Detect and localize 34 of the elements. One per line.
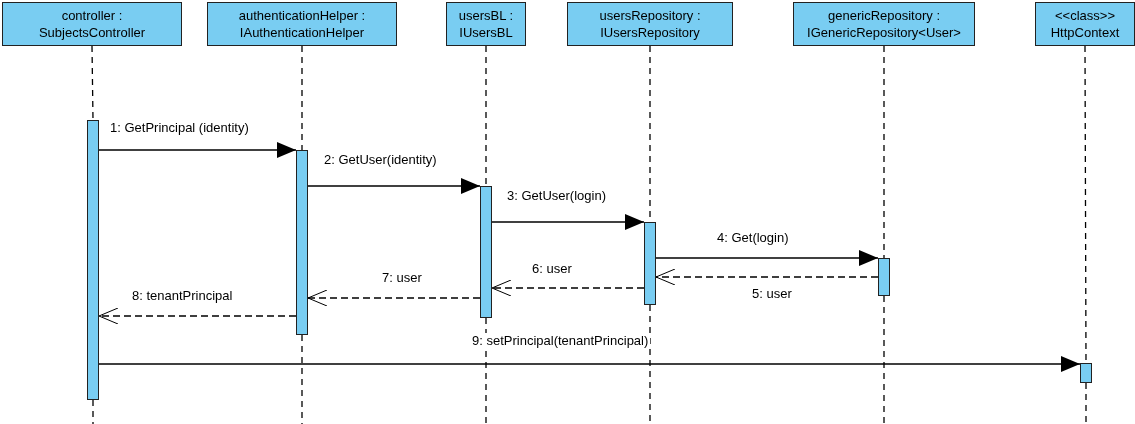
lifeline-header: controller : SubjectsController bbox=[2, 2, 182, 46]
activation-bar bbox=[1080, 363, 1092, 383]
message-arrow bbox=[491, 279, 645, 297]
activation-bar bbox=[644, 222, 656, 305]
message-arrow bbox=[307, 289, 481, 307]
lifeline bbox=[485, 45, 487, 187]
lifeline-header: authenticationHelper : IAuthenticationHelper bbox=[207, 2, 397, 46]
message-label: 2: GetUser(identity) bbox=[322, 152, 439, 167]
message-label: 3: GetUser(login) bbox=[505, 188, 608, 203]
message-label: 5: user bbox=[750, 286, 794, 301]
message-label: 9: setPrincipal(tenantPrincipal) bbox=[470, 333, 651, 348]
lifeline-header: <<class>> HttpContext bbox=[1035, 2, 1135, 46]
message-arrow bbox=[98, 307, 297, 325]
message-arrow bbox=[655, 250, 879, 266]
message-arrow bbox=[98, 356, 1081, 372]
lifeline bbox=[91, 45, 94, 121]
message-arrow bbox=[98, 142, 297, 158]
activation-bar bbox=[296, 150, 308, 335]
activation-bar bbox=[87, 120, 99, 400]
message-label: 1: GetPrincipal (identity) bbox=[108, 120, 251, 135]
message-arrow bbox=[491, 214, 645, 230]
message-label: 7: user bbox=[380, 270, 424, 285]
message-label: 4: Get(login) bbox=[715, 230, 791, 245]
activation-bar bbox=[480, 186, 492, 318]
message-arrow bbox=[655, 268, 879, 286]
message-arrow bbox=[307, 178, 481, 194]
activation-bar bbox=[878, 258, 890, 296]
message-label: 6: user bbox=[530, 261, 574, 276]
lifeline bbox=[883, 45, 885, 259]
lifeline-header: usersBL : IUsersBL bbox=[446, 2, 526, 46]
lifeline-header: genericRepository : IGenericRepository<User> bbox=[793, 2, 975, 46]
lifeline-header: usersRepository : IUsersRepository bbox=[567, 2, 733, 46]
message-label: 8: tenantPrincipal bbox=[130, 288, 235, 303]
lifeline bbox=[301, 45, 303, 151]
